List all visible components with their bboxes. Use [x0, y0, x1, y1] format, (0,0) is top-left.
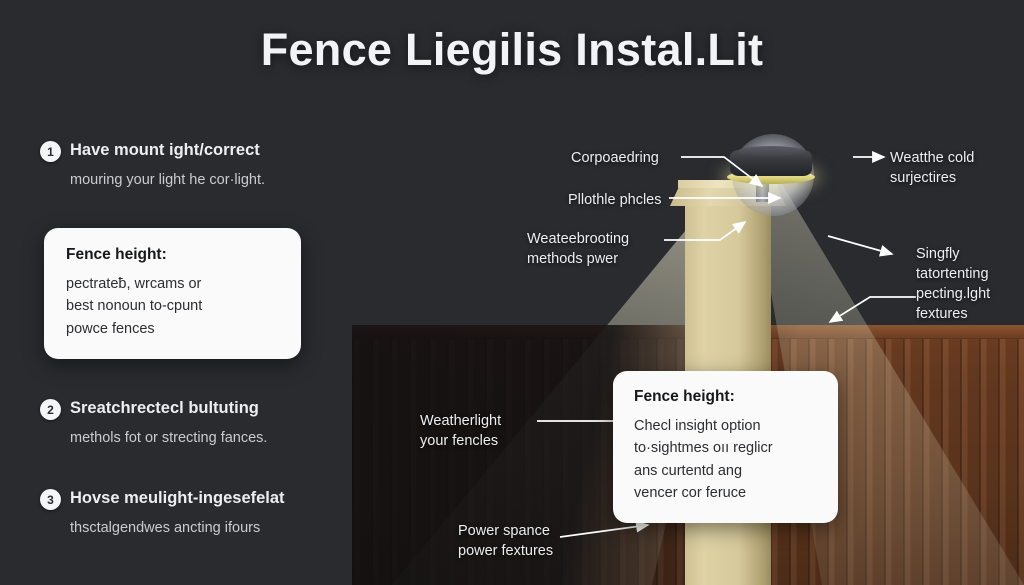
- annotation-corpoaedring: Corpoaedring: [571, 148, 659, 168]
- annotation-singfly-line-2: tatortenting: [916, 266, 989, 282]
- fence-height-card-right-line-4: vencer cor feruce: [634, 485, 747, 502]
- fixture-top-cover: [738, 146, 804, 156]
- step-item-3: 3 Hovse meulight-ingesefelat thsctalgend…: [40, 488, 370, 538]
- annotation-singfly-line-4: fextures: [916, 306, 968, 322]
- annotation-power-spance-line-1: Power spance: [458, 523, 550, 539]
- annotation-singfly: Singfly tatortenting pecting.lght fextur…: [916, 244, 990, 324]
- page-title: Fence Liegilis Instal.Lit: [260, 24, 764, 75]
- step-1-title: Have mount ight/correct: [70, 141, 260, 159]
- fence-height-card-left-line-1: pectrateƀ, wrcams or: [66, 276, 202, 292]
- annotation-weatherlight-line-1: Weatherlight: [420, 413, 502, 429]
- annotation-weatherlight-line-2: your fencles: [420, 433, 499, 449]
- step-3-title: Hovse meulight-ingesefelat: [70, 489, 285, 507]
- fence-height-card-right-title: Fence height:: [634, 388, 735, 405]
- step-2-title: Sreatchrectecl bultuting: [70, 399, 259, 417]
- annotation-weateebrooting-line-1: Weateebrooting: [527, 231, 630, 247]
- annotation-corpoaedring-line-1: Corpoaedring: [571, 150, 659, 166]
- annotation-weatthe-cold-line-1: Weatthe cold: [890, 150, 975, 166]
- fence-height-card-right-line-1: Checl insight option: [634, 418, 761, 434]
- step-3-subtitle: thsctalgendwes ancting ifours: [70, 520, 261, 536]
- fence-height-card-right: Fence height: Checl insight option to·si…: [613, 371, 838, 523]
- step-item-1: 1 Have mount ight/correct mouring your l…: [40, 140, 370, 190]
- fence-height-card-right-line-2: to·sightmes oıı reglicr: [634, 440, 773, 457]
- fence-height-card-left: Fence height: pectrateƀ, wrcams or best …: [44, 228, 301, 360]
- step-1-subtitle: mouring your light he cor·light.: [70, 172, 266, 188]
- step-3-badge: 3: [40, 489, 61, 510]
- annotation-pllothle-phcles-line-1: Pllothle phcles: [568, 192, 662, 208]
- annotation-singfly-line-3: pecting.lght: [916, 286, 991, 302]
- annotation-weatthe-cold-line-2: surjectires: [890, 170, 957, 186]
- annotation-weateebrooting-line-2: methods pwer: [527, 251, 619, 267]
- fence-height-card-left-line-3: powce fences: [66, 320, 155, 337]
- step-3-heading: 3 Hovse meulight-ingesefelat: [40, 488, 370, 510]
- annotation-pllothle-phcles: Pllothle phcles: [568, 190, 662, 210]
- fence-height-card-left-line-2: best nonoun to-cpunt: [66, 298, 203, 315]
- annotation-weatherlight: Weatherlight your fencles: [420, 411, 501, 451]
- step-2-subtitle: methols fot or strecting fances.: [70, 430, 268, 446]
- fence-height-card-left-title: Fence height:: [66, 246, 167, 263]
- annotation-weateebrooting: Weateebrooting methods pwer: [527, 229, 629, 269]
- step-1-badge: 1: [40, 141, 61, 162]
- step-1-heading: 1 Have mount ight/correct: [40, 140, 370, 162]
- step-item-2: 2 Sreatchrectecl bultuting methols fot o…: [40, 398, 370, 448]
- annotation-power-spance-line-2: power fextures: [458, 543, 554, 559]
- annotation-power-spance: Power spance power fextures: [458, 521, 553, 561]
- step-2-badge: 2: [40, 399, 61, 420]
- annotation-singfly-line-1: Singfly: [916, 246, 960, 262]
- annotation-weatthe-cold: Weatthe cold surjectires: [890, 148, 974, 188]
- fence-height-card-right-line-3: ans curtentd ang: [634, 462, 743, 479]
- step-2-heading: 2 Sreatchrectecl bultuting: [40, 398, 370, 420]
